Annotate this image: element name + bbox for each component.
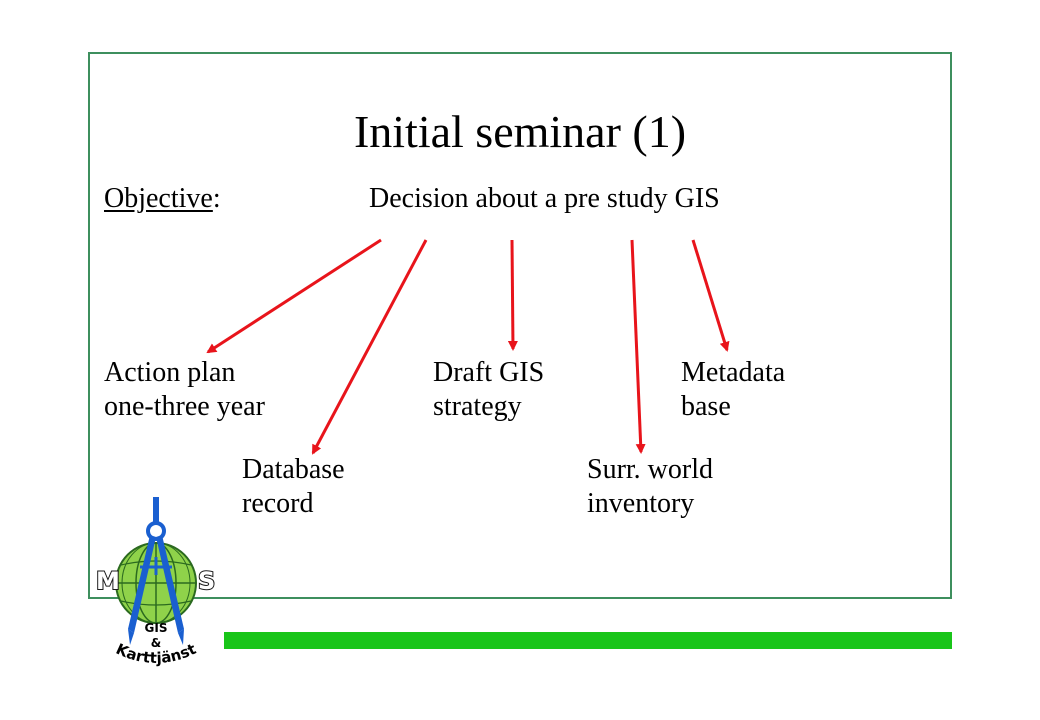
objective-text: Decision about a pre study GIS [369,183,720,214]
slide-frame [88,52,952,599]
logo-text-gis: GIS [145,621,168,635]
logo-letter-s: S [198,567,215,595]
arrow-to-database-record [311,239,428,455]
outcome-action-plan-line1: Action plan [104,357,236,388]
arrow-to-draft-gis-strategy [507,239,518,351]
outcome-database-line1: Database [242,454,345,485]
outcome-draft-gis-line2: strategy [433,391,522,422]
objective-row: Objective: [104,182,221,216]
outcome-action-plan-line2: one-three year [104,391,265,422]
arrow-to-metadata-base [691,239,730,352]
arrow-to-surr-world-inventory [630,239,646,454]
outcome-metadata-line1: Metadata [681,357,786,388]
ms-gis-karttjanst-logo-icon: M S GIS & Karttjänst [95,497,216,667]
logo-letter-m: M [96,567,120,595]
objective-label: Objective [104,183,213,214]
logo-text-amp: & [151,636,161,650]
objective-colon: : [212,183,221,214]
outcome-database-line2: record [242,488,314,519]
outcome-surr-world-line1: Surr. world [587,454,713,485]
outcome-database-record: Database record [242,453,345,521]
outcome-draft-gis-line1: Draft GIS [433,357,545,388]
outcome-surr-world-line2: inventory [587,488,695,519]
outcome-metadata-base: Metadata base [681,356,785,424]
outcome-draft-gis-strategy: Draft GIS strategy [433,356,544,424]
footer-green-bar [224,632,952,649]
slide-title: Initial seminar (1) [353,106,687,157]
arrow-to-action-plan [206,238,382,354]
outcome-metadata-line2: base [681,391,731,422]
outcome-action-plan: Action plan one-three year [104,356,265,424]
outcome-surr-world-inventory: Surr. world inventory [587,453,713,521]
